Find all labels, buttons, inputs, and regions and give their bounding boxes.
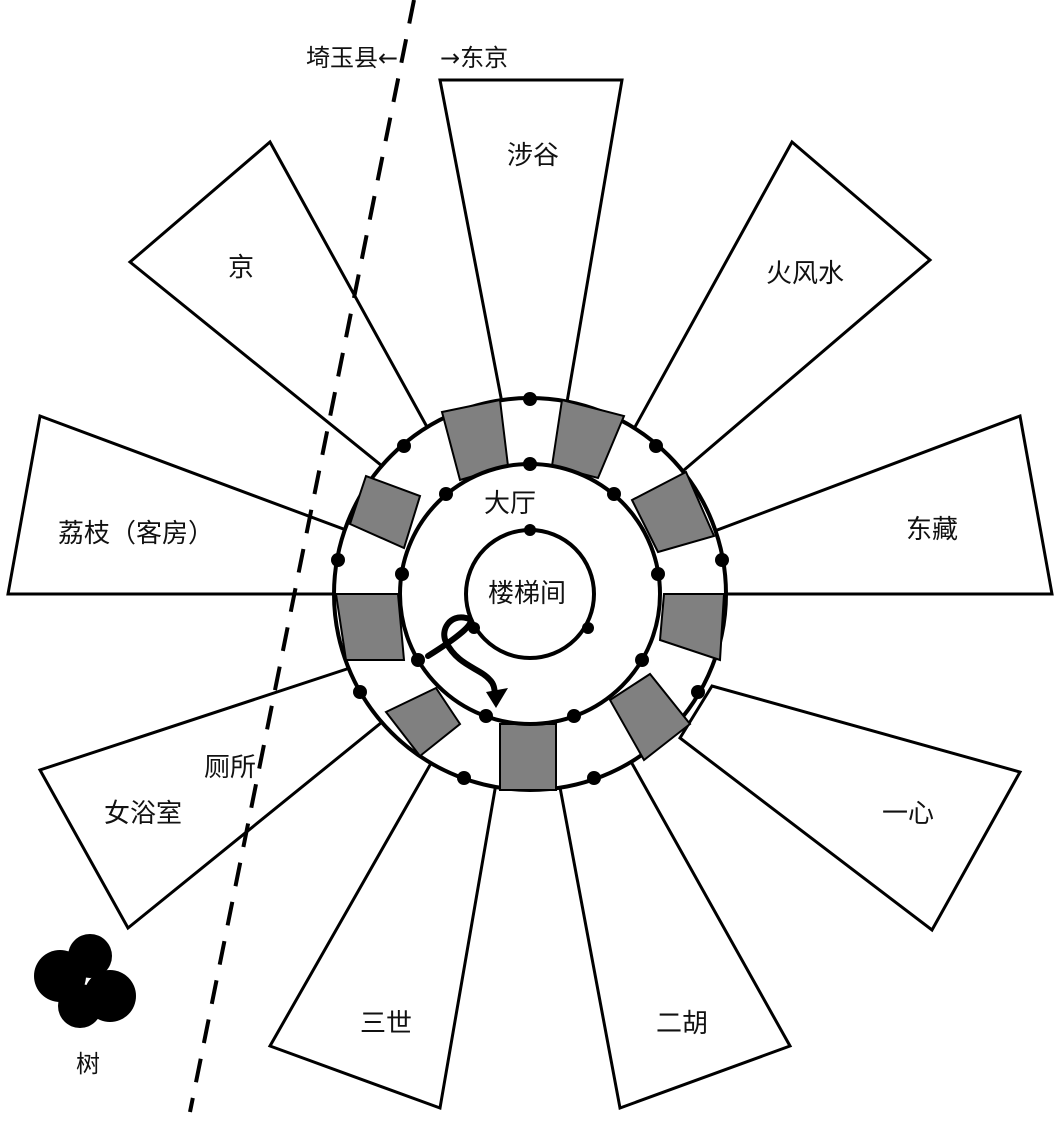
dot [635, 653, 649, 667]
room-isshin [678, 684, 1023, 933]
dot [649, 439, 663, 453]
room-reishi [6, 413, 348, 596]
dot [395, 567, 409, 581]
room-label-isshin: 一心 [882, 799, 934, 829]
hall-label: 大厅 [484, 489, 536, 519]
dot [523, 457, 537, 471]
hall-ring-dots [395, 457, 665, 723]
pillar [658, 593, 726, 662]
room-touzou [710, 413, 1054, 596]
dot [567, 709, 581, 723]
room-label-touzou: 东藏 [906, 515, 958, 545]
dot [439, 487, 453, 501]
dot [691, 685, 705, 699]
dot [353, 685, 367, 699]
pillar [499, 723, 557, 791]
room-label-bath: 女浴室 [104, 799, 182, 829]
stairwell-label: 楼梯间 [488, 579, 566, 609]
stairwell-dots [468, 524, 594, 634]
arrow-head [486, 688, 508, 708]
room-sansei [267, 756, 500, 1111]
pillar [608, 672, 692, 762]
dot [523, 392, 537, 406]
dot [457, 771, 471, 785]
pillar [348, 474, 422, 550]
room-label-shibuya: 涉谷 [507, 141, 559, 171]
room-label-sansei: 三世 [360, 1009, 412, 1039]
room-shibuya [438, 78, 624, 410]
dot [411, 653, 425, 667]
dot [524, 524, 536, 536]
room-kyo [127, 139, 434, 476]
room-wedges [6, 78, 1054, 1111]
boundary-right-label: →东京 [440, 44, 508, 72]
pillar [630, 470, 716, 554]
dot [331, 553, 345, 567]
tree-label: 树 [76, 1050, 100, 1078]
tree-icon [34, 934, 136, 1028]
room-label-hifusui: 火风水 [766, 259, 844, 289]
room-label-reishi: 荔枝（客房） [58, 519, 214, 549]
boundary-left-label: 埼玉县← [306, 44, 398, 72]
room-label-niko: 二胡 [656, 1009, 708, 1039]
room-label-kyo: 京 [228, 253, 254, 283]
path-arrow [425, 614, 499, 703]
pillar [384, 686, 462, 758]
prefecture-boundary [188, 0, 416, 1113]
dot [715, 553, 729, 567]
dot [587, 771, 601, 785]
dot [582, 622, 594, 634]
dot [607, 487, 621, 501]
room-bath-toilet [37, 664, 395, 931]
dot [651, 567, 665, 581]
pillar [550, 398, 626, 480]
dot [479, 709, 493, 723]
ring-pillars [334, 398, 726, 791]
dot [397, 439, 411, 453]
outer-ring-dots [331, 392, 729, 785]
room-hifusui [628, 139, 933, 485]
pillar [334, 593, 406, 661]
room-label-toilet: 厕所 [204, 753, 256, 783]
